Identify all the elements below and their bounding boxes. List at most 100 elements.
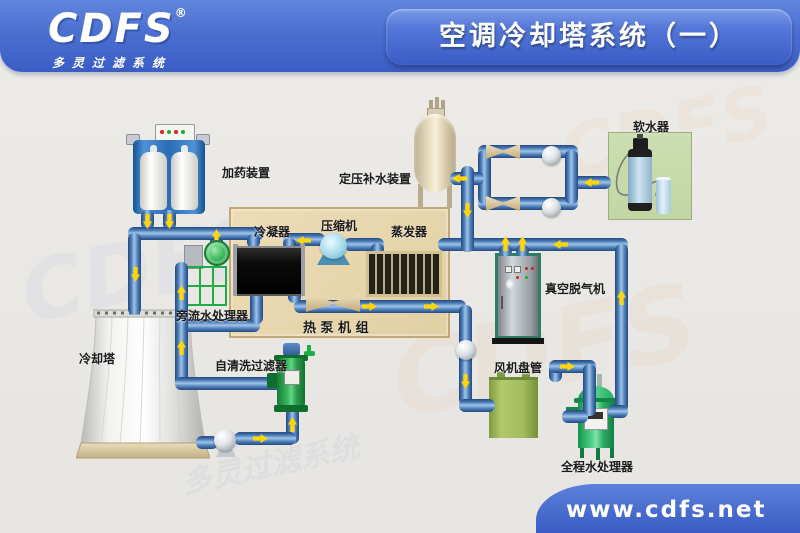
flow-arrow-icon (560, 362, 575, 371)
pipe-segment (478, 150, 491, 204)
fan-coil-box (489, 377, 538, 438)
evaporator-coil (366, 251, 442, 297)
filter-side-flange (267, 373, 278, 388)
sidestream-control-box (184, 245, 203, 269)
registered-mark-icon: ® (174, 6, 187, 20)
flow-arrow-icon (362, 302, 377, 311)
full-process-processor-nub (597, 374, 602, 388)
label-full-process-processor: 全程水处理器 (561, 460, 634, 474)
flow-arrow-icon (253, 434, 268, 443)
pipe-segment (438, 238, 628, 251)
pipe-segment (583, 364, 596, 416)
pressure-makeup-tank-nub (429, 100, 433, 109)
water-softener-head-nub (637, 134, 643, 139)
pipe-segment (175, 377, 282, 390)
page-title: 空调冷却塔系统（一） (386, 9, 792, 65)
pipe-segment (175, 262, 188, 386)
filter-label-plate (284, 370, 300, 385)
full-process-processor-leg (596, 448, 600, 460)
pipe-segment (128, 227, 264, 240)
flow-arrow-icon (424, 302, 439, 311)
loop-valve (486, 196, 520, 211)
vacuum-degasser-indicator (505, 266, 512, 273)
pressure-makeup-tank-leg (447, 184, 452, 208)
dosing-device-indicator (174, 130, 178, 134)
label-water-softener: 软水器 (633, 120, 670, 134)
vacuum-degasser-gauge (506, 279, 514, 289)
pipe-segment (250, 292, 263, 324)
filter-side-valve-stem (307, 345, 311, 353)
chilled-line-pump (456, 340, 476, 360)
label-condenser: 冷凝器 (254, 225, 291, 239)
expansion-valve (306, 294, 360, 312)
tower-pump (214, 429, 236, 451)
dosing-tank-nub (181, 145, 188, 154)
compressor-base (317, 255, 350, 265)
label-sidestream-processor: 旁流水处理器 (176, 309, 249, 323)
brand-logo: CDFS® 多灵过滤系统 (48, 6, 187, 71)
full-process-processor-leg (580, 446, 584, 458)
sidestream-frame (185, 266, 227, 306)
makeup-pump (542, 198, 561, 217)
condenser-bracket (300, 244, 305, 296)
compressor-body (320, 233, 347, 259)
vacuum-degasser-indicator (531, 267, 534, 270)
pipe-segment (184, 319, 260, 332)
water-softener-head (633, 138, 648, 151)
filter-flange (274, 405, 308, 412)
vacuum-degasser-indicator (525, 276, 528, 279)
pressure-makeup-tank-nub (441, 100, 445, 109)
sidestream-frame-bar (187, 285, 225, 287)
filter-side-valve (304, 351, 315, 356)
vacuum-degasser-handle (501, 296, 503, 309)
website-link[interactable]: www.cdfs.net (566, 497, 767, 523)
label-compressor: 压缩机 (321, 219, 358, 233)
tower-pump-base (216, 449, 236, 457)
dosing-device-indicator (160, 130, 164, 134)
full-process-processor-flange (574, 398, 618, 403)
vacuum-degasser-indicator (516, 276, 519, 279)
fan-coil-nub (522, 372, 530, 378)
pipe-segment (247, 234, 260, 248)
pressure-makeup-tank-leg (418, 184, 423, 208)
makeup-pump (542, 146, 561, 165)
footer-banner: www.cdfs.net (536, 484, 800, 533)
full-process-processor-screen (588, 412, 603, 419)
pipe-segment (565, 150, 578, 204)
water-softener-tank-cap-top (628, 149, 652, 157)
filter-motor (283, 343, 300, 356)
dosing-device-indicator (181, 130, 185, 134)
vacuum-degasser-base (492, 338, 544, 344)
water-softener-brine-tank (656, 177, 671, 214)
label-heat-pump-unit: 热 泵 机 组 (303, 321, 369, 336)
pipe-segment (562, 410, 588, 423)
label-cooling-tower: 冷却塔 (79, 352, 116, 366)
header-bar: CDFS® 多灵过滤系统 空调冷却塔系统（一） (0, 0, 800, 72)
brand-logo-text: CDFS® (48, 6, 187, 52)
pipe-segment (196, 436, 218, 449)
vacuum-degasser-indicator (514, 266, 521, 273)
fan-coil-nub (497, 372, 505, 378)
full-process-processor-leg (610, 446, 614, 458)
label-evaporator: 蒸发器 (391, 225, 428, 239)
dosing-tank-nub (150, 145, 157, 154)
label-dosing-device: 加药装置 (222, 166, 271, 180)
water-softener-resin-tank (628, 149, 652, 211)
loop-valve (486, 144, 520, 159)
pipe-segment (608, 405, 628, 418)
dosing-device-indicator (167, 130, 171, 134)
pipe-segment (615, 244, 628, 412)
vacuum-degasser-indicator (525, 267, 528, 270)
label-self-cleaning-filter: 自清洗过滤器 (215, 359, 288, 373)
brand-logo-subtitle: 多灵过滤系统 (52, 56, 173, 70)
water-softener-tank-cap-bottom (628, 203, 652, 211)
dosing-tank (140, 152, 167, 210)
condenser-bracket (233, 244, 238, 296)
label-vacuum-degasser: 真空脱气机 (545, 282, 606, 296)
pressure-makeup-tank-nub (435, 97, 439, 109)
pressure-makeup-tank-body (414, 114, 456, 192)
label-fan-coil: 风机盘管 (494, 361, 543, 375)
label-pressure-makeup-device: 定压补水装置 (339, 172, 412, 186)
sidestream-pump (204, 240, 230, 266)
